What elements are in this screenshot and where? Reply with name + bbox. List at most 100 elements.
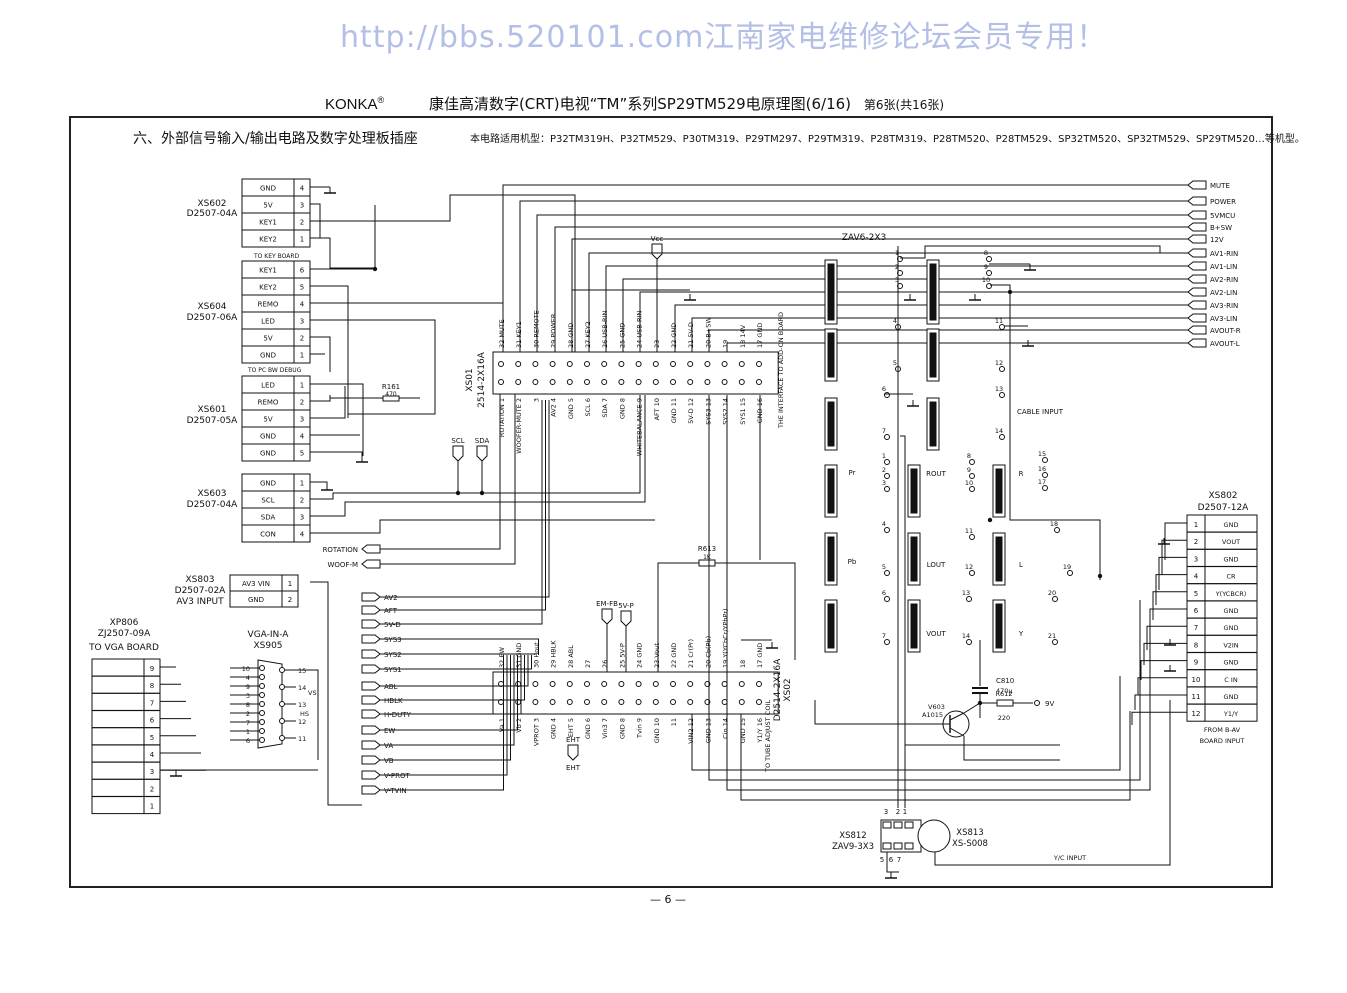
right-signal-flag-text: AV3-RIN bbox=[1210, 302, 1238, 310]
xs02-bottom-pin: 11 bbox=[670, 718, 678, 726]
models-note: 本电路适用机型：P32TM319H、P32TM529、P30TM319、P29T… bbox=[470, 134, 1305, 145]
xs01-bottom-pin: SCL 6 bbox=[584, 398, 592, 417]
wire bbox=[1155, 574, 1187, 605]
xs02-bottom-pin: GND 6 bbox=[584, 718, 592, 739]
pin-ring bbox=[884, 434, 890, 440]
pin-ring bbox=[566, 379, 573, 385]
xs603-name: XS603 bbox=[197, 489, 226, 499]
pin-ring bbox=[601, 681, 608, 687]
pin-ring bbox=[566, 699, 573, 705]
pin-ring bbox=[279, 735, 285, 741]
xs01-top-pin: 21 5V-D bbox=[687, 322, 695, 348]
wire bbox=[310, 451, 363, 462]
xs802-pin-number: 3 bbox=[1194, 555, 1198, 563]
xs602-pin-number: 4 bbox=[300, 185, 305, 193]
pin-ring bbox=[279, 701, 285, 707]
wire bbox=[380, 400, 550, 598]
wire bbox=[310, 285, 349, 418]
left-signal-flag bbox=[361, 681, 381, 691]
xs603-pin-label: SCL bbox=[261, 497, 274, 505]
xp806-cell bbox=[91, 727, 145, 746]
eht-flag-text: EHT bbox=[566, 736, 581, 744]
xs01-bottom-pin: AV2 4 bbox=[550, 398, 558, 417]
wire bbox=[380, 655, 511, 761]
pin-ring bbox=[515, 379, 522, 385]
xs01-side-note: THE INTERFACE TO ADD-ON BOARD bbox=[777, 312, 785, 429]
diagram-title: 康佳高清数字(CRT)电视“TM”系列SP29TM529电原理图(6/16) bbox=[428, 95, 852, 113]
wire bbox=[502, 184, 1188, 352]
jack-pin-number: 13 bbox=[995, 385, 1003, 393]
right-signal-flag-text: AV3-LIN bbox=[1210, 315, 1237, 323]
xs604-pin-number: 1 bbox=[300, 352, 304, 360]
rotation-flag-text: ROTATION bbox=[323, 546, 358, 554]
wire bbox=[639, 291, 1188, 352]
left-signal-flag bbox=[361, 740, 381, 750]
xs813-part: XS-S008 bbox=[952, 839, 988, 849]
pin-ring bbox=[687, 379, 694, 385]
pin-ring bbox=[549, 681, 556, 687]
pin-ring bbox=[279, 718, 285, 724]
wire bbox=[1134, 694, 1187, 710]
vcc-flag bbox=[651, 243, 663, 260]
pin-ring bbox=[259, 719, 265, 725]
wire bbox=[1149, 608, 1187, 635]
wire bbox=[380, 400, 543, 625]
xs802-note-2: BOARD INPUT bbox=[1200, 737, 1245, 745]
pin-ring bbox=[999, 392, 1005, 398]
xs803-name: XS803 bbox=[185, 575, 214, 585]
xs803-pin-number: 1 bbox=[288, 580, 292, 588]
wire bbox=[310, 481, 328, 490]
xs602-part: D2507-04A bbox=[187, 209, 239, 219]
pin-ring bbox=[584, 681, 590, 687]
pin-ring bbox=[635, 699, 642, 705]
pin-ring bbox=[1067, 570, 1073, 576]
wire bbox=[900, 245, 1161, 259]
wire bbox=[1146, 625, 1187, 650]
xs02-bottom-pin: EHT 5 bbox=[567, 718, 575, 737]
wire bbox=[380, 388, 501, 550]
xs905-part: VGA-IN-A bbox=[248, 630, 290, 640]
xs602-pin-number: 3 bbox=[300, 202, 304, 210]
pin-ring bbox=[721, 699, 728, 705]
right-signal-flag-text: AV1-LIN bbox=[1210, 263, 1237, 271]
jack-pin-number: 6 bbox=[882, 385, 886, 393]
xs803-pin-label: AV3 VIN bbox=[242, 580, 270, 588]
wire bbox=[674, 304, 1188, 352]
xs02-bottom-pin: GND 15 bbox=[739, 718, 747, 743]
xs02-top-pin: 25 5V-P bbox=[618, 643, 626, 668]
jack-pin-number: 9 bbox=[984, 263, 988, 271]
xs812-pin bbox=[904, 842, 914, 850]
right-signal-flag bbox=[1187, 222, 1207, 232]
xs02-bottom-pin: Y1/Y 16 bbox=[756, 718, 764, 744]
wire bbox=[1137, 677, 1187, 695]
pin-ring bbox=[721, 361, 728, 367]
xs01-bottom-pin: WOOFER-MUTE 2 bbox=[515, 398, 523, 454]
xs01-bottom-pin: ROTATION 1 bbox=[498, 398, 506, 437]
pin-ring bbox=[259, 737, 265, 743]
xs802-pin-label: Y1/Y bbox=[1223, 710, 1238, 718]
pin-ring bbox=[687, 699, 694, 705]
pin-ring bbox=[721, 379, 728, 385]
pin-ring bbox=[756, 361, 762, 367]
xs01-bottom-pin: WHITEBALANCE 9 bbox=[636, 398, 644, 456]
av-jack-14-core bbox=[910, 603, 918, 649]
r612-ref: R612 bbox=[996, 690, 1013, 698]
left-signal-flag-text: V-TVIN bbox=[384, 787, 407, 795]
left-signal-flag-text: H-DUTY bbox=[384, 711, 412, 719]
pin-ring bbox=[279, 667, 285, 673]
jack-pin-number: 9 bbox=[967, 466, 971, 474]
av-jack-3-core bbox=[827, 332, 835, 378]
xs02-top-pin: 28 ABL bbox=[567, 645, 575, 668]
pin-ring bbox=[1042, 457, 1048, 463]
pin-ring bbox=[756, 379, 762, 385]
xs604-name: XS604 bbox=[197, 302, 226, 312]
pin-ring bbox=[498, 379, 504, 385]
xs01-top-pin: 18 14V bbox=[739, 324, 747, 348]
r161-val: 470 bbox=[385, 391, 397, 398]
l-label: L bbox=[1019, 561, 1023, 569]
wire bbox=[310, 194, 576, 352]
xs802-pin-label: GND bbox=[1224, 624, 1239, 632]
xs01-bottom-pin: AFT 10 bbox=[653, 398, 661, 420]
xs601-pin-number: 3 bbox=[300, 416, 304, 424]
xs803-pin-num-box bbox=[281, 590, 299, 608]
